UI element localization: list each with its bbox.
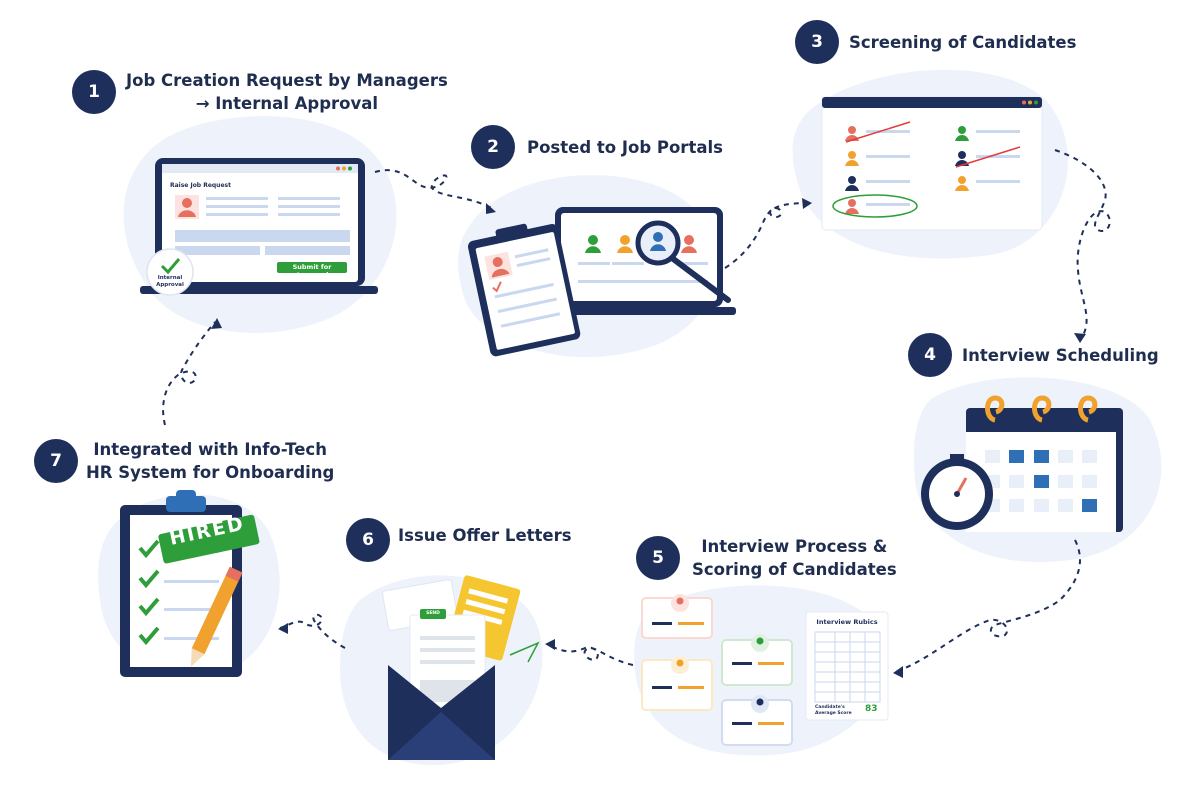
screening-window-illustration [821,96,1043,231]
step-2-heading: 2 Posted to Job Portals [471,125,723,169]
step-7-title-line-1: Integrated with Info-Tech [93,440,327,459]
step-4-badge: 4 [908,333,952,377]
interview-scoring-illustration [641,594,889,746]
step-6-badge: 6 [346,518,390,562]
submit-for-approval-button: Submit for Approval [292,263,332,279]
stamp-line-1: Internal [157,275,183,281]
interview-rubrics-title: Interview Rubics [816,618,878,626]
step-7-heading: 7 Integrated with Info-Tech HR System fo… [34,438,334,484]
step-5-badge: 5 [636,536,680,580]
step-1-heading: 1 Job Creation Request by Managers → Int… [72,69,448,115]
step-5-title-line-2: Scoring of Candidates [692,560,897,579]
average-score-label: Candidate's Average Score [815,705,852,716]
step-1-title: Job Creation Request by Managers → Inter… [126,69,448,115]
candidate-list [832,121,1021,218]
job-portal-illustration [467,207,736,357]
average-score-label-line-2: Average Score [815,710,852,716]
step-7-title-line-2: HR System for Onboarding [86,463,335,482]
stamp-line-2: Approval [156,282,184,288]
step-1-title-line-1: Job Creation Request by Managers [126,71,448,90]
step-3-heading: 3 Screening of Candidates [795,20,1076,64]
step-6-heading: 6 Issue Offer Letters [346,518,572,562]
step-5-title-line-1: Interview Process & [701,537,888,556]
offer-letter-envelope-illustration [382,575,540,760]
step-3-badge: 3 [795,20,839,64]
step-7-badge: 7 [34,439,78,483]
step-3-title: Screening of Candidates [849,32,1077,52]
send-tag: SEND [426,611,440,616]
step-5-heading: 5 Interview Process & Scoring of Candida… [636,535,897,581]
average-score-value: 83 [865,704,878,714]
average-score-label-line-1: Candidate's [815,705,845,710]
step-4-heading: 4 Interview Scheduling [908,333,1159,377]
job-request-laptop-illustration [140,158,378,296]
hired-clipboard-illustration [120,490,260,677]
step-4-title: Interview Scheduling [962,345,1159,365]
step-1-badge: 1 [72,70,116,114]
calendar-illustration [921,395,1123,532]
flow-connectors [162,149,1111,673]
connector-arrowheads [211,198,1086,678]
internal-approval-stamp: Internal Approval [150,275,190,289]
step-2-badge: 2 [471,125,515,169]
job-request-form-title: Raise Job Request [170,182,231,189]
step-5-title: Interview Process & Scoring of Candidate… [692,535,897,581]
step-1-title-line-2: → Internal Approval [195,94,379,113]
step-6-title: Issue Offer Letters [398,525,572,545]
step-2-title: Posted to Job Portals [527,137,723,157]
step-7-title: Integrated with Info-Tech HR System for … [86,438,334,484]
